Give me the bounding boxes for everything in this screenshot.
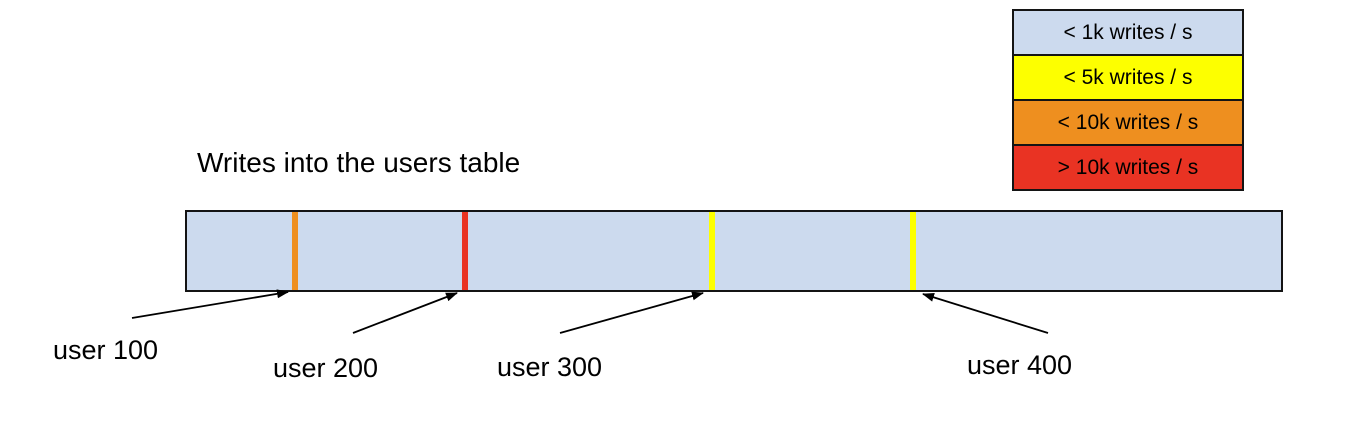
legend: < 1k writes / s < 5k writes / s < 10k wr… — [1012, 9, 1244, 191]
label-user-100: user 100 — [53, 335, 159, 365]
label-user-400: user 400 — [967, 350, 1073, 380]
legend-item-lt-10k: < 10k writes / s — [1012, 99, 1244, 146]
arrow-user-300 — [559, 291, 704, 334]
legend-item-lt-1k: < 1k writes / s — [1012, 9, 1244, 56]
legend-item-label: < 1k writes / s — [1063, 20, 1193, 44]
stripe-user-300 — [709, 212, 715, 290]
arrow-user-200 — [352, 292, 458, 334]
arrow-user-100 — [131, 289, 289, 319]
label-user-200: user 200 — [273, 353, 379, 383]
arrow-user-400 — [922, 292, 1049, 334]
legend-item-gt-10k: > 10k writes / s — [1012, 144, 1244, 191]
stripe-user-400 — [910, 212, 916, 290]
legend-item-label: < 5k writes / s — [1063, 65, 1193, 89]
legend-item-label: > 10k writes / s — [1057, 155, 1199, 179]
stripe-user-100 — [292, 212, 298, 290]
legend-item-lt-5k: < 5k writes / s — [1012, 54, 1244, 101]
legend-item-label: < 10k writes / s — [1057, 110, 1199, 134]
users-table-bar — [185, 210, 1283, 292]
stripe-user-200 — [462, 212, 468, 290]
diagram-title: Writes into the users table — [197, 147, 521, 178]
label-user-300: user 300 — [497, 352, 603, 382]
